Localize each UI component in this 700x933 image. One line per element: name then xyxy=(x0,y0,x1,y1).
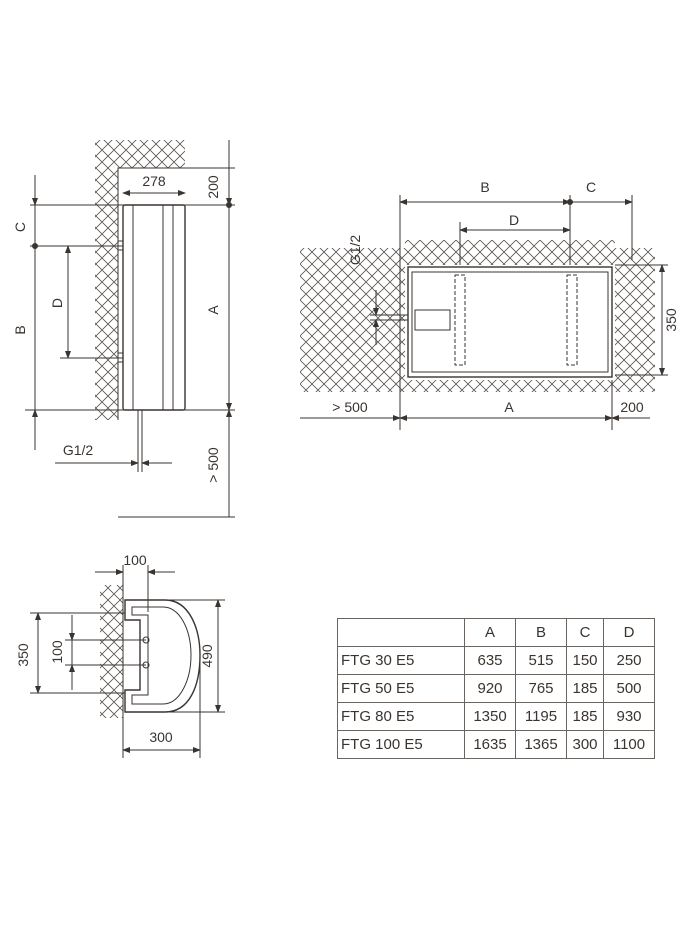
top-view: B C D 350 > 500 A 200 G1/2 xyxy=(300,179,679,430)
dim-a-label: A xyxy=(504,399,514,415)
header-d: D xyxy=(603,618,655,647)
header-b: B xyxy=(515,618,567,647)
right-clearance-label: 200 xyxy=(620,399,644,415)
dim-c-label: C xyxy=(12,222,28,232)
header-c: C xyxy=(566,618,604,647)
side-view: 278 200 A > 500 C B D G1/2 xyxy=(12,140,235,518)
ceiling-hatch xyxy=(118,140,185,168)
left-clearance-label: > 500 xyxy=(332,399,368,415)
wall-hatch xyxy=(95,140,118,420)
top-clearance-label: 200 xyxy=(205,175,221,199)
pipe-label: G1/2 xyxy=(347,235,363,266)
depth-label: 300 xyxy=(149,729,173,745)
width-label: 278 xyxy=(142,173,166,189)
control-box xyxy=(414,309,451,331)
height-total-label: 490 xyxy=(199,644,215,668)
heater-body xyxy=(407,266,613,378)
height-label: 350 xyxy=(663,308,679,332)
dim-c-label: C xyxy=(586,179,596,195)
dim-d-label: D xyxy=(49,298,65,308)
bottom-clearance-label: > 500 xyxy=(205,447,221,483)
dim-b-label: B xyxy=(480,179,489,195)
dim-a-label: A xyxy=(205,305,221,315)
plan-view: 100 490 350 100 300 xyxy=(15,552,225,758)
dim-b-label: B xyxy=(12,325,28,334)
table-header-row: A B C D xyxy=(337,618,655,647)
depth-offset-label: 100 xyxy=(123,552,147,568)
header-a: A xyxy=(464,618,516,647)
height-inner-label: 100 xyxy=(49,640,65,664)
dim-d-label: D xyxy=(509,212,519,228)
heater-body xyxy=(122,204,186,411)
pipe-label: G1/2 xyxy=(63,442,94,458)
height-outer-label: 350 xyxy=(15,643,31,667)
heater-outline xyxy=(124,599,201,713)
